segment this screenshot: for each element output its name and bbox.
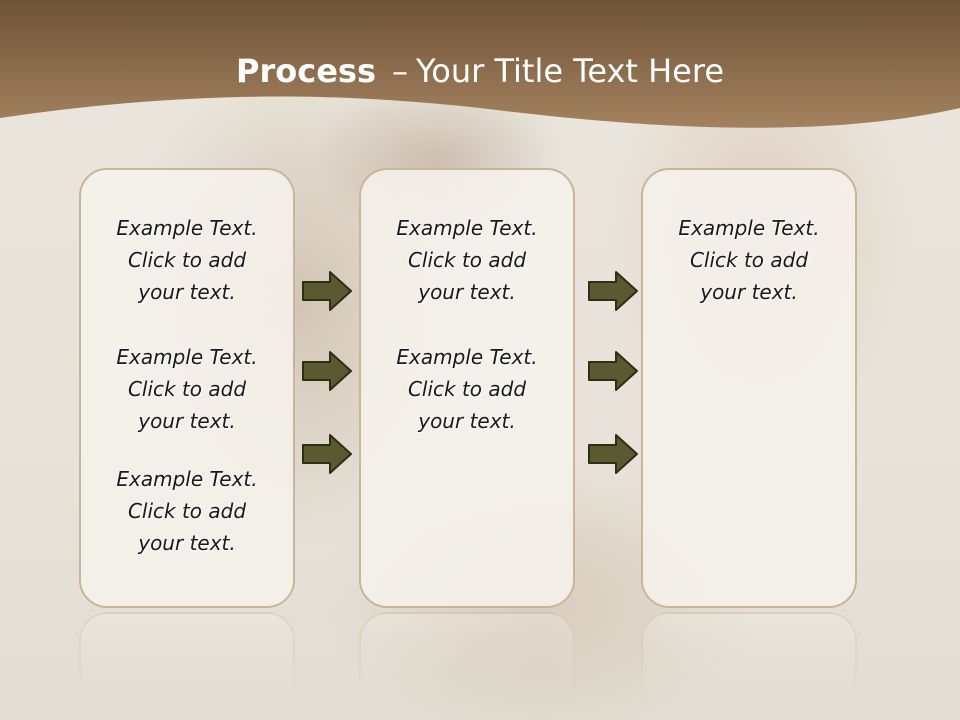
right-arrow-icon bbox=[302, 351, 352, 391]
text-line: your text. bbox=[418, 409, 516, 433]
box-reflection bbox=[359, 612, 575, 720]
text-line: your text. bbox=[418, 280, 516, 304]
text-placeholder[interactable]: Example Text. Click to add your text. bbox=[81, 341, 293, 437]
right-arrow-icon bbox=[588, 434, 638, 474]
process-box-3[interactable]: Example Text. Click to add your text. bbox=[641, 168, 857, 608]
text-line: Example Text. bbox=[678, 216, 820, 240]
text-line: Click to add bbox=[407, 377, 527, 401]
process-box-1[interactable]: Example Text. Click to add your text. Ex… bbox=[79, 168, 295, 608]
text-line: Example Text. bbox=[396, 216, 538, 240]
title-bold-text: Process bbox=[236, 52, 376, 90]
right-arrow-icon bbox=[588, 271, 638, 311]
text-line: Click to add bbox=[407, 248, 527, 272]
right-arrow-icon bbox=[588, 351, 638, 391]
process-box-2[interactable]: Example Text. Click to add your text. Ex… bbox=[359, 168, 575, 608]
right-arrow-icon bbox=[302, 271, 352, 311]
right-arrow-icon bbox=[302, 434, 352, 474]
box-reflection bbox=[641, 612, 857, 720]
box-reflection bbox=[79, 612, 295, 720]
text-placeholder[interactable]: Example Text. Click to add your text. bbox=[361, 212, 573, 308]
text-line: Example Text. bbox=[116, 216, 258, 240]
text-line: Example Text. bbox=[396, 345, 538, 369]
text-line: your text. bbox=[138, 409, 236, 433]
text-line: Click to add bbox=[127, 377, 247, 401]
title-rest-text: Your Title Text Here bbox=[415, 52, 724, 90]
text-line: Example Text. bbox=[116, 467, 258, 491]
text-line: your text. bbox=[700, 280, 798, 304]
text-placeholder[interactable]: Example Text. Click to add your text. bbox=[643, 212, 855, 308]
text-placeholder[interactable]: Example Text. Click to add your text. bbox=[361, 341, 573, 437]
text-line: Click to add bbox=[689, 248, 809, 272]
title-separator: – bbox=[391, 52, 408, 90]
text-line: your text. bbox=[138, 531, 236, 555]
slide-title[interactable]: Process–Your Title Text Here bbox=[0, 52, 960, 90]
header-band bbox=[0, 0, 960, 140]
text-line: Click to add bbox=[127, 499, 247, 523]
text-placeholder[interactable]: Example Text. Click to add your text. bbox=[81, 212, 293, 308]
text-line: Click to add bbox=[127, 248, 247, 272]
text-line: your text. bbox=[138, 280, 236, 304]
text-line: Example Text. bbox=[116, 345, 258, 369]
text-placeholder[interactable]: Example Text. Click to add your text. bbox=[81, 463, 293, 559]
